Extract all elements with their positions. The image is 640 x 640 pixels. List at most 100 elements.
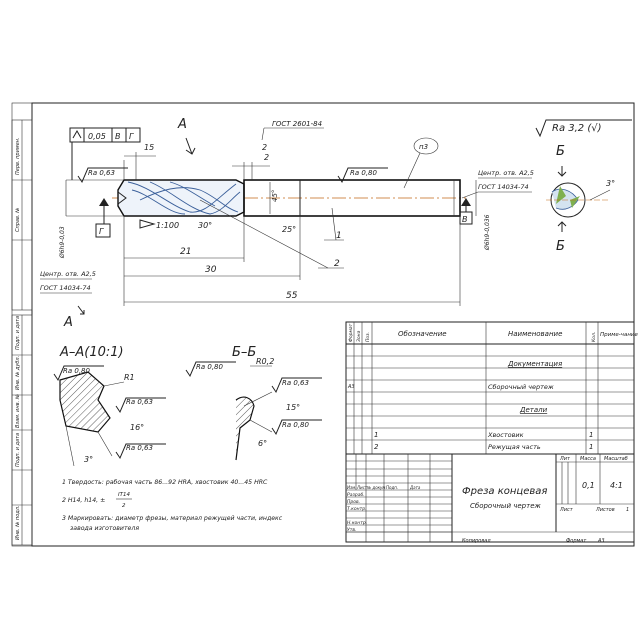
datum-v: В: [459, 198, 473, 225]
section-bb-title: Б–Б: [232, 345, 256, 360]
side-stamp-7: Инв. № подл.: [15, 506, 21, 541]
dim-45deg: 45°: [271, 190, 279, 202]
bb-label-top: Б: [556, 144, 565, 159]
side-stamp-5: Взам. инв. №: [15, 394, 21, 428]
side-stamp-3: Подп. и дата: [15, 316, 21, 350]
roughness-shank-text: Ra 0,80: [350, 169, 378, 177]
tb-format: Формат: [566, 538, 587, 544]
spec-row2-pos: 2: [374, 443, 379, 451]
main-view: 15 2 45° 30° 25° 1:100 21 30 55 Ø6h9-0,0…: [40, 117, 534, 330]
tolerance-base1: В: [115, 132, 121, 141]
tb-sheets-value: 1: [626, 507, 629, 513]
tb-scale-label: Масштаб: [604, 456, 628, 462]
note-1: 1 Твердость: рабочая часть 86...92 HRA, …: [62, 478, 268, 486]
center-hole-left-2: ГОСТ 14034-74: [40, 284, 91, 292]
tb-row-izm: Изм.: [347, 485, 356, 490]
title-block: Изм. Лист № докум. Подп. Дата Разраб. Пр…: [345, 453, 635, 544]
spec-table: Формат Зона Поз. Обозначение Наименовани…: [345, 321, 639, 455]
tb-mass-value: 0,1: [582, 481, 595, 490]
tb-sheets-label: Листов: [595, 507, 615, 513]
bb-angle3: 3°: [606, 179, 615, 188]
tb-copied: Копировал: [462, 538, 491, 544]
shank: [243, 179, 461, 217]
tb-row-list: Лист: [356, 485, 368, 490]
spec-row2-qty: 1: [589, 443, 593, 451]
tb-row-date: Дата: [409, 485, 421, 490]
side-stamp-4: Инв. № дубл.: [15, 356, 21, 390]
spec-section-docs: Документация: [507, 360, 562, 368]
note-2: 2 H14, h14, ±: [62, 497, 105, 504]
dim-taper: 1:100: [156, 221, 179, 230]
roughness-left-text: Ra 0,63: [88, 169, 115, 177]
aa-angle3: 3°: [84, 455, 93, 464]
tb-role-tcontr: Т.контр.: [347, 506, 367, 512]
bb-ra080b-text: Ra 0,80: [282, 421, 310, 429]
dim-25deg: 25°: [282, 225, 296, 234]
spec-header-designation: Обозначение: [398, 330, 447, 338]
roughness-shank: Ra 0,80: [337, 167, 388, 184]
datum-v-text: В: [462, 215, 468, 224]
tb-role-check: Пров.: [347, 499, 360, 505]
tolerance-value: 0,05: [88, 132, 106, 141]
dim-21: 21: [180, 247, 191, 257]
dim-30deg: 30°: [198, 221, 212, 230]
gost-2601-label: ГОСТ 2601-84: [272, 120, 322, 128]
note-2-frac-bottom: 2: [122, 503, 126, 509]
dim-2: 2: [264, 153, 269, 162]
tb-mass-label: Масса: [580, 456, 596, 462]
spec-section-parts: Детали: [519, 406, 548, 414]
tb-subtitle: Сборочный чертеж: [470, 502, 541, 510]
tolerance-base2: Г: [129, 132, 134, 141]
side-stamp-6: Подп. и дата: [15, 433, 21, 467]
dim-dia-right: Ø6h9-0,036: [484, 214, 491, 251]
roughness-global: Ra 3,2 (√): [535, 119, 632, 138]
item-1-label: 1: [336, 231, 342, 241]
dim-30: 30: [205, 265, 217, 275]
spec-header-zone: Зона: [356, 330, 362, 342]
roughness-global-text: Ra 3,2 (√): [552, 123, 602, 134]
tb-row-doc: № докум.: [366, 485, 387, 490]
aa-r1: R1: [124, 373, 135, 382]
aa-ra080-text: Ra 0,80: [63, 367, 91, 375]
bb-r02: R0,2: [256, 357, 274, 366]
tolerance-frame: 0,05 В Г: [69, 127, 141, 180]
note-3-cont: завода изготовителя: [70, 525, 139, 532]
spec-row2-name: Режущая часть: [488, 443, 541, 451]
dim-55: 55: [286, 291, 298, 301]
cutting-part: [117, 179, 245, 217]
spec-header-pos: Поз.: [365, 332, 371, 342]
roughness-left: Ra 0,63: [77, 167, 128, 184]
aa-ra080: [53, 365, 104, 382]
taper-symbol: 1:100: [139, 219, 179, 230]
flute-lines: [127, 181, 241, 215]
aa-angle16: 16°: [130, 423, 144, 432]
side-stamp-2: Справ. №: [15, 208, 21, 232]
note-2-frac-top: IT14: [118, 492, 130, 498]
marking-callout: п3: [403, 137, 439, 189]
tb-name: Фреза концевая: [462, 486, 547, 497]
aa-ra063a-text: Ra 0,63: [126, 398, 153, 406]
bb-angle6: 6°: [258, 439, 267, 448]
view-a-label-bottom: А: [63, 315, 73, 330]
section-aa: А–А(10:1) Ra 0,80 R1 Ra 0,63 16° Ra 0,63…: [53, 345, 166, 467]
side-stamp-column: Перв. примен. Справ. № Подп. и дата Инв.…: [11, 119, 33, 546]
bb-label-bottom: Б: [556, 239, 565, 254]
spec-header-format: Формат: [348, 323, 354, 342]
bb-ra080a-text: Ra 0,80: [196, 363, 224, 371]
spec-header-qty: Кол.: [591, 332, 597, 342]
datum-g: Г: [95, 198, 111, 238]
tb-row-sign: Подп.: [386, 485, 398, 490]
section-bb-detail: Б–Б Ra 0,80 R0,2 Ra 0,63 15° Ra 0,80 6°: [185, 345, 322, 461]
tb-role-dev: Разраб.: [347, 492, 365, 498]
dimension-lines: [65, 152, 477, 306]
dim-15: 15: [144, 143, 154, 152]
section-aa-title: А–А(10:1): [59, 345, 124, 360]
leader-2-top: 2: [262, 143, 267, 152]
tb-role-ncontr: Н.контр.: [347, 520, 367, 526]
tb-role-approved: Утв.: [347, 527, 356, 533]
technical-notes: 1 Твердость: рабочая часть 86...92 HRA, …: [62, 478, 283, 532]
bb-angle15: 15°: [286, 403, 300, 412]
spec-row-assembly-format: А3: [347, 384, 355, 390]
tb-lit-label: Лит: [559, 456, 571, 462]
